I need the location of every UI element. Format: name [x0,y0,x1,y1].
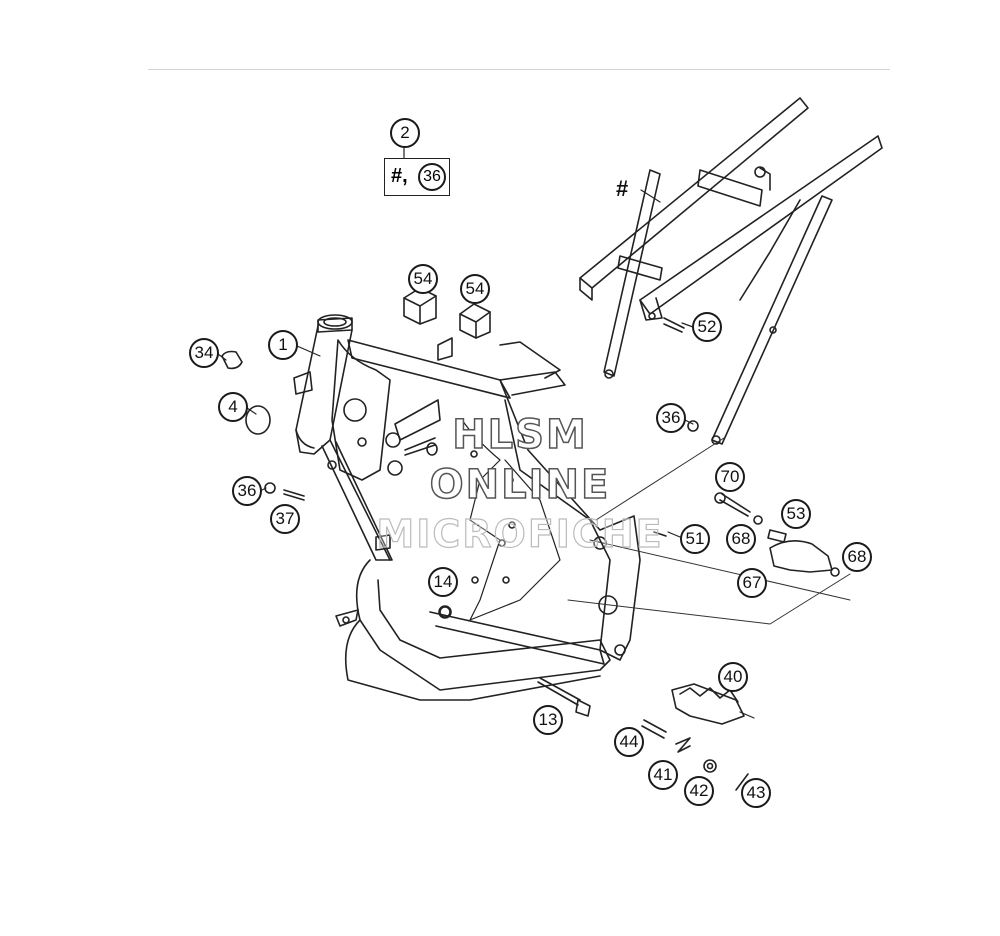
callout-2[interactable]: 2 [390,118,420,148]
frame-kit-label-box: #, 36 [384,158,450,196]
callout-43[interactable]: 43 [741,778,771,808]
callout-36[interactable]: 36 [232,476,262,506]
callout-13[interactable]: 13 [533,705,563,735]
callout-4[interactable]: 4 [218,392,248,422]
callout-51[interactable]: 51 [680,524,710,554]
main-frame [293,314,641,701]
assembly-lines [567,437,851,625]
callout-1[interactable]: 1 [268,330,298,360]
callout-14[interactable]: 14 [428,567,458,597]
rear-subframe [579,97,883,445]
callout-54[interactable]: 54 [408,264,438,294]
callout-68[interactable]: 68 [726,524,756,554]
callout-40[interactable]: 40 [718,662,748,692]
callout-37[interactable]: 37 [270,504,300,534]
callout-41[interactable]: 41 [648,760,678,790]
subframe-hash-label: # [616,176,629,201]
callout-68[interactable]: 68 [842,542,872,572]
callout-44[interactable]: 44 [614,727,644,757]
loose-parts [221,287,840,791]
callout-67[interactable]: 67 [737,568,767,598]
frame-kit-part-36[interactable]: 36 [418,163,446,191]
watermark-line-3: MICROFICHE [376,511,664,556]
callout-42[interactable]: 42 [684,776,714,806]
callout-52[interactable]: 52 [692,312,722,342]
callout-34[interactable]: 34 [189,338,219,368]
top-divider [148,69,890,70]
callout-53[interactable]: 53 [781,499,811,529]
watermark-line-1: HLSM [451,411,588,459]
watermark-line-2: ONLINE [429,461,611,509]
frame-kit-hash: #, [391,165,408,187]
callout-36[interactable]: 36 [656,403,686,433]
callout-54[interactable]: 54 [460,274,490,304]
callout-70[interactable]: 70 [715,462,745,492]
